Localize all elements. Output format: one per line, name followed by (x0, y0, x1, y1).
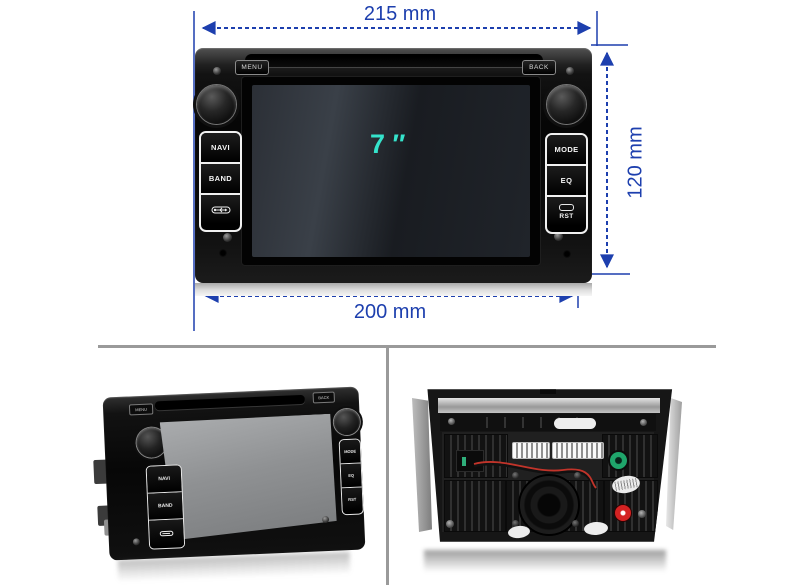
screw-icon (566, 67, 574, 75)
bottom-width-dimension-label: 200 mm (353, 301, 427, 323)
left-button-column: NAVI BAND (199, 131, 242, 232)
disc-slot (245, 54, 543, 67)
tune-knob (333, 408, 361, 436)
screw-icon (448, 418, 455, 425)
label-sticker (583, 521, 609, 536)
screw-icon (321, 515, 330, 524)
label-sticker (507, 524, 531, 540)
right-button-column: MODE EQ RST (545, 133, 588, 234)
tune-knob (547, 85, 586, 124)
navi-button: NAVI (201, 133, 240, 164)
label-sticker (554, 418, 596, 429)
usb-button (201, 195, 240, 224)
usb-icon (211, 206, 230, 213)
vent-slots (470, 417, 590, 428)
green-antenna-connector-icon (608, 450, 629, 471)
vertical-divider (386, 348, 389, 585)
navi-button: NAVI (146, 465, 182, 494)
front-view-reflection (195, 283, 592, 296)
left-button-column: NAVI BAND (145, 464, 186, 550)
rst-button: RST (341, 487, 363, 512)
wiring-harness-connector-icon (512, 442, 550, 459)
cooling-fan-icon (518, 474, 580, 536)
screw-icon (574, 472, 581, 479)
touchscreen: 7 ″ (252, 85, 530, 257)
disc-slot (154, 394, 306, 411)
power-wire (473, 461, 598, 492)
screen-bezel: 7 ″ (241, 76, 541, 266)
screw-icon (512, 472, 519, 479)
screw-icon (512, 520, 519, 527)
screw-icon (446, 520, 454, 528)
menu-button: MENU (128, 403, 154, 416)
mode-button: MODE (547, 135, 586, 166)
band-button: BAND (201, 164, 240, 195)
red-antenna-connector-icon (614, 504, 632, 522)
usb-button (148, 519, 185, 547)
release-hole-icon (563, 250, 571, 258)
rear-chassis (427, 389, 673, 542)
wiring-harness-connector-icon (552, 442, 604, 459)
band-button: BAND (147, 492, 183, 521)
screw-icon (638, 510, 646, 518)
touchscreen-off (160, 414, 341, 544)
head-unit-rear-view (408, 386, 686, 550)
card-slot-icon (559, 203, 574, 211)
screw-icon (572, 520, 579, 527)
right-button-column: MODE EQ RST (338, 438, 364, 516)
chassis-side-left (412, 398, 432, 532)
mode-button: MODE (339, 439, 361, 465)
head-unit-angled-view: MENU BACK NAVI BAND MODE EQ RST (93, 386, 366, 561)
screw-icon (132, 538, 141, 546)
chassis-top-tab (540, 389, 556, 394)
screw-icon (554, 232, 563, 241)
vent-slot-bar (440, 414, 656, 431)
horizontal-divider (98, 345, 716, 348)
rear-view-reflection (424, 550, 666, 576)
angled-front-panel: MENU BACK NAVI BAND MODE EQ RST (102, 386, 366, 561)
top-width-dimension-label: 215 mm (363, 3, 437, 25)
rst-button: RST (547, 197, 586, 226)
eq-button: EQ (547, 166, 586, 197)
eq-button: EQ (340, 463, 362, 489)
screen-size-label: 7 ″ (370, 129, 406, 159)
rst-button-label: RST (559, 212, 574, 220)
menu-button: MENU (235, 60, 269, 75)
back-button: BACK (522, 60, 556, 75)
height-dimension-label: 120 mm (624, 126, 647, 199)
connector-pin (462, 457, 466, 466)
head-unit-front-view: MENU BACK 7 ″ NAVI BAND (195, 48, 592, 283)
chassis-top-edge (438, 398, 660, 413)
screw-icon (213, 67, 221, 75)
screw-icon (640, 419, 647, 426)
usb-icon (159, 530, 174, 536)
volume-knob (197, 85, 236, 124)
screw-icon (223, 233, 232, 242)
release-hole-icon (219, 249, 227, 257)
heatsink-fins (444, 480, 506, 532)
back-button: BACK (312, 391, 336, 404)
